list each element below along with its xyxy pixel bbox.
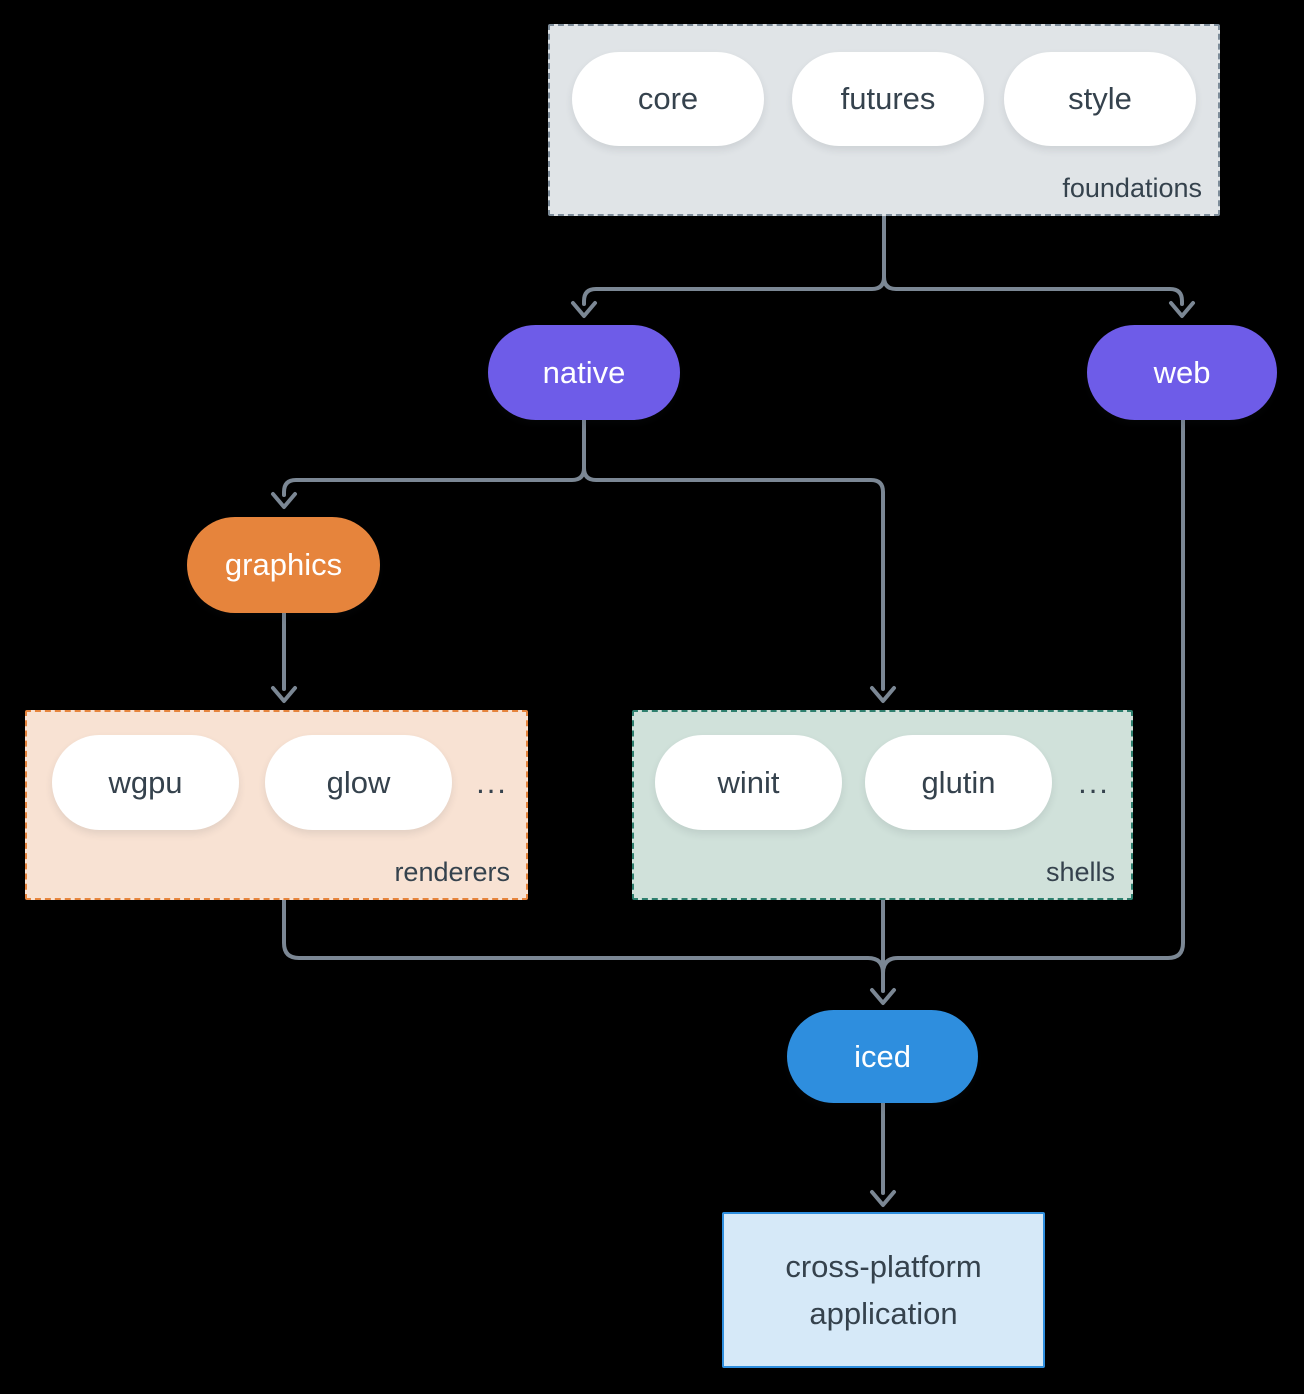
node-core: core	[572, 52, 764, 146]
shells-ellipsis: ...	[1078, 765, 1110, 800]
edge-native-graphics	[282, 418, 586, 497]
renderers-label: renderers	[394, 857, 510, 887]
node-winit: winit	[655, 735, 842, 830]
edge-foundations-web	[882, 275, 1184, 306]
node-glutin: glutin	[865, 735, 1052, 830]
edge-renderers-iced	[282, 898, 885, 975]
node-native: native	[488, 325, 680, 420]
arrowhead-renderers	[271, 686, 297, 703]
node-style: style	[1004, 52, 1196, 146]
arrowhead-application	[870, 1190, 896, 1207]
renderers-ellipsis: ...	[476, 765, 508, 800]
arrowhead-graphics	[271, 492, 297, 509]
node-futures: futures	[792, 52, 984, 146]
foundations-label: foundations	[1062, 173, 1202, 203]
arrowhead-shells	[870, 686, 896, 703]
shells-label: shells	[1045, 857, 1115, 887]
edge-foundations-native	[582, 214, 886, 306]
node-iced: iced	[787, 1010, 978, 1103]
node-cross-platform-application: cross-platform application	[722, 1212, 1045, 1368]
node-web: web	[1087, 325, 1277, 420]
arrowhead-native	[571, 301, 597, 318]
node-graphics: graphics	[187, 517, 380, 613]
arrowhead-web	[1169, 301, 1195, 318]
node-wgpu: wgpu	[52, 735, 239, 830]
edge-native-shells	[582, 466, 885, 691]
renderers-group: wgpu glow ... renderers	[25, 710, 528, 900]
shells-group: winit glutin ... shells	[632, 710, 1133, 900]
node-glow: glow	[265, 735, 452, 830]
foundations-group: core futures style foundations	[548, 24, 1220, 216]
arrowhead-iced	[870, 988, 896, 1005]
